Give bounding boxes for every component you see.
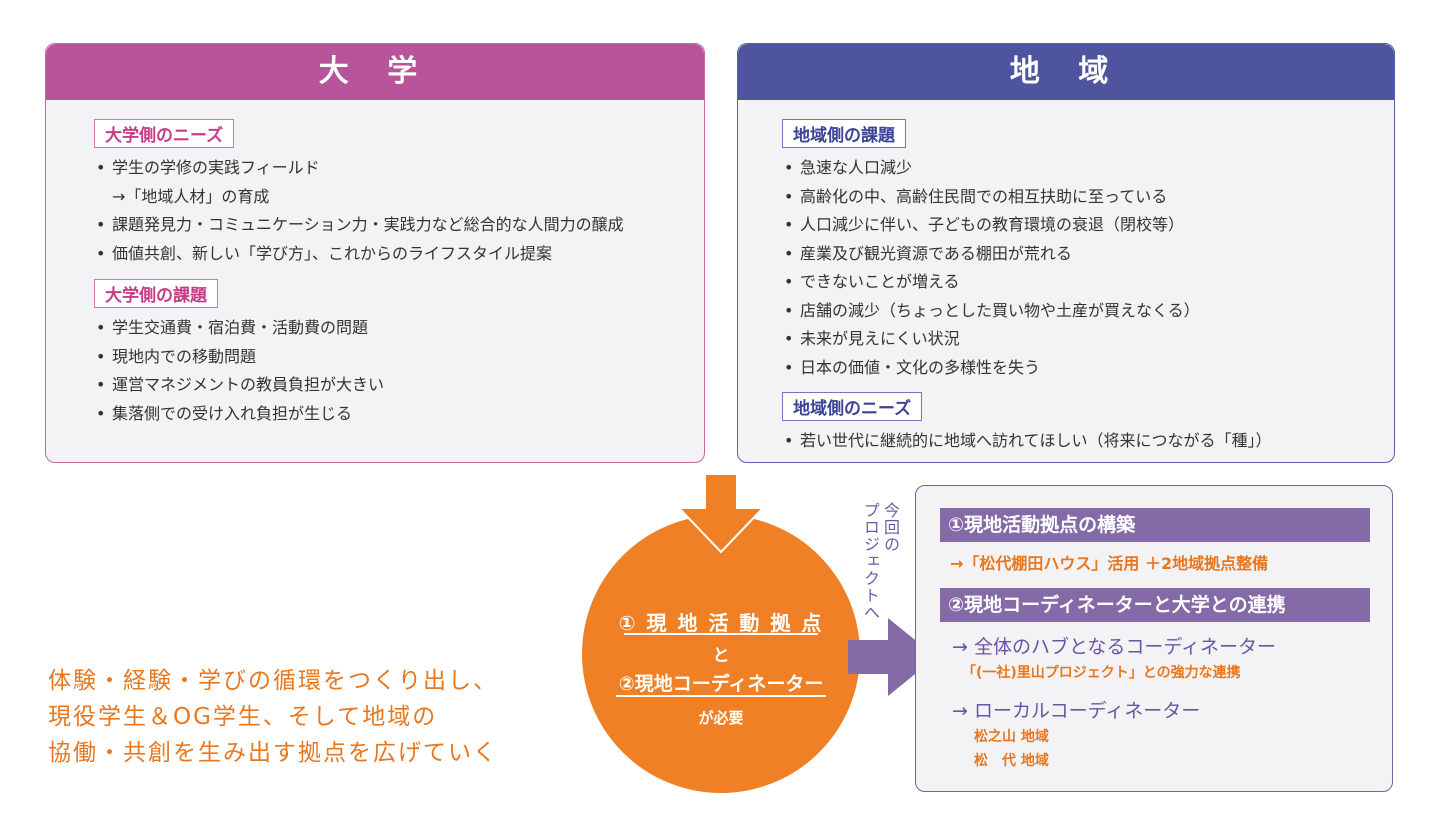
- region-needs-list: 若い世代に継続的に地域へ訪れてほしい（将来につながる「種」）: [782, 427, 1272, 456]
- university-title: 大 学: [46, 44, 704, 100]
- list-item: できないことが増える: [782, 268, 1200, 297]
- region-needs-section: 地域側のニーズ 若い世代に継続的に地域へ訪れてほしい（将来につながる「種」）: [782, 392, 1272, 456]
- circle-line-and: と: [712, 646, 730, 666]
- circle-underline-1: [624, 633, 818, 635]
- vertical-label-col1: 今回の: [881, 502, 900, 553]
- tagline-line-2: 現役学生＆OG学生、そして地域の: [48, 704, 438, 730]
- circle-line-base: ① 現 地 活 動 拠 点: [618, 611, 824, 635]
- circle-line-needed: が必要: [698, 709, 744, 727]
- list-item: →「地域人材」の育成: [112, 186, 270, 206]
- list-item: 価値共創、新しい「学び方」、これからのライフスタイル提案: [94, 240, 624, 269]
- university-panel: 大 学 大学側のニーズ 学生の学修の実践フィールド →「地域人材」の育成 課題発…: [45, 43, 705, 463]
- tagline: 体験・経験・学びの循環をつくり出し、 現役学生＆OG学生、そして地域の 協働・共…: [48, 663, 498, 771]
- list-item: 人口減少に伴い、子どもの教育環境の衰退（閉校等）: [782, 211, 1200, 240]
- project-bar-coordinator: ②現地コーディネーターと大学との連携: [940, 588, 1370, 622]
- project-hub-line: → 全体のハブとなるコーディネーター: [952, 636, 1277, 658]
- list-item: 未来が見えにくい状況: [782, 325, 1200, 354]
- project-local-line: → ローカルコーディネーター: [952, 700, 1201, 722]
- list-item: 急速な人口減少: [782, 154, 1200, 183]
- region-panel: 地 域 地域側の課題 急速な人口減少 高齢化の中、高齢住民間での相互扶助に至って…: [737, 43, 1395, 463]
- list-item: 課題発見力・コミュニケーション力・実践力など総合的な人間力の醸成: [94, 211, 624, 240]
- list-item: 産業及び観光資源である棚田が荒れる: [782, 240, 1200, 269]
- tagline-line-1: 体験・経験・学びの循環をつくり出し、: [48, 668, 498, 694]
- project-area-matsunoyama: 松之山 地域: [974, 729, 1049, 745]
- region-title: 地 域: [738, 44, 1394, 100]
- right-arrow-icon: [848, 618, 936, 696]
- list-item: 現地内での移動問題: [94, 343, 384, 372]
- list-item: 学生交通費・宿泊費・活動費の問題: [94, 314, 384, 343]
- circle-underline-2: [616, 695, 826, 697]
- list-item: 若い世代に継続的に地域へ訪れてほしい（将来につながる「種」）: [782, 427, 1272, 456]
- region-issues-section: 地域側の課題 急速な人口減少 高齢化の中、高齢住民間での相互扶助に至っている 人…: [782, 119, 1200, 382]
- project-vertical-label: 今回の プロジェクトへ: [856, 502, 902, 642]
- project-bar-base: ①現地活動拠点の構築: [940, 508, 1370, 542]
- university-issues-section: 大学側の課題 学生交通費・宿泊費・活動費の問題 現地内での移動問題 運営マネジメ…: [94, 279, 384, 428]
- list-item: 学生の学修の実践フィールド: [94, 154, 624, 183]
- list-item: 運営マネジメントの教員負担が大きい: [94, 371, 384, 400]
- university-issues-list: 学生交通費・宿泊費・活動費の問題 現地内での移動問題 運営マネジメントの教員負担…: [94, 314, 384, 428]
- project-base-detail: →「松代棚田ハウス」活用 ＋2地域拠点整備: [950, 554, 1269, 573]
- vertical-label-col2: プロジェクトへ: [861, 502, 880, 621]
- down-arrow-overlay-icon: [679, 474, 763, 554]
- list-item: 店舗の減少（ちょっとした買い物や土産が買えなくる）: [782, 297, 1200, 326]
- university-needs-section: 大学側のニーズ 学生の学修の実践フィールド →「地域人材」の育成 課題発見力・コ…: [94, 119, 624, 268]
- tagline-line-3: 協働・共創を生み出す拠点を広げていく: [48, 740, 498, 766]
- region-needs-tag: 地域側のニーズ: [782, 392, 923, 421]
- region-issues-tag: 地域側の課題: [782, 119, 906, 148]
- project-area-matsudai: 松 代 地域: [974, 753, 1049, 769]
- project-panel: ①現地活動拠点の構築 →「松代棚田ハウス」活用 ＋2地域拠点整備 ②現地コーディ…: [915, 485, 1393, 792]
- list-item: 集落側での受け入れ負担が生じる: [94, 400, 384, 429]
- university-issues-tag: 大学側の課題: [94, 279, 218, 308]
- list-item: 高齢化の中、高齢住民間での相互扶助に至っている: [782, 183, 1200, 212]
- region-issues-list: 急速な人口減少 高齢化の中、高齢住民間での相互扶助に至っている 人口減少に伴い、…: [782, 154, 1200, 382]
- project-hub-detail: 「(一社)里山プロジェクト」との強力な連携: [962, 665, 1241, 681]
- list-item: 日本の価値・文化の多様性を失う: [782, 354, 1200, 383]
- requirement-circle: ① 現 地 活 動 拠 点 と ②現地コーディネーター が必要: [582, 515, 860, 793]
- circle-line-coordinator: ②現地コーディネーター: [618, 673, 824, 695]
- university-needs-list: 学生の学修の実践フィールド →「地域人材」の育成 課題発見力・コミュニケーション…: [94, 154, 624, 268]
- university-needs-tag: 大学側のニーズ: [94, 119, 235, 148]
